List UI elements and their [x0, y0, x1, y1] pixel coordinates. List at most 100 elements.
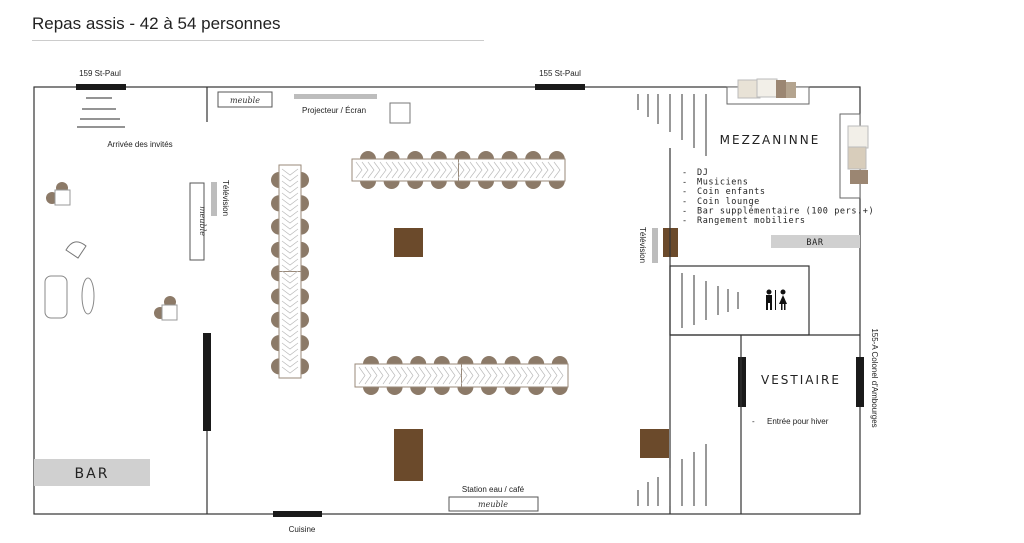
vestiaire-title: VESTIAIRE [761, 373, 841, 387]
banquet-table [351, 151, 566, 189]
projector-screen [294, 94, 377, 99]
projector-label: Projecteur / Écran [302, 106, 366, 115]
chair [271, 218, 279, 235]
door-label: 155-A Colonel d'Ambourges [870, 328, 879, 427]
chair [383, 151, 400, 159]
list-dash: - [682, 187, 688, 197]
chair [271, 288, 279, 305]
table-pattern [355, 161, 561, 179]
meuble-left [189, 182, 205, 261]
table-pattern [281, 168, 299, 374]
chair [383, 181, 400, 189]
armchair-icon [65, 241, 87, 259]
door-cuisine [273, 511, 322, 517]
chair [271, 335, 279, 352]
bar-left-label: BAR [75, 466, 110, 482]
chair [271, 195, 279, 212]
list-dash: - [682, 216, 688, 226]
chair [551, 387, 568, 395]
entree-hiver-label: Entrée pour hiver [767, 417, 829, 426]
list-dash: - [682, 197, 688, 207]
chair [301, 358, 309, 375]
door-label: 159 St-Paul [79, 69, 121, 78]
chair [430, 181, 447, 189]
chair [271, 265, 279, 282]
dash: - [752, 417, 755, 426]
list-dash: - [682, 178, 688, 188]
chair [301, 218, 309, 235]
list-dash: - [682, 206, 688, 216]
mezzanine-list-item: Rangement mobiliers [697, 216, 806, 226]
chair [454, 151, 471, 159]
door-159-st-paul [76, 84, 126, 90]
meuble-bottom [448, 496, 539, 512]
entrance-steps [77, 97, 125, 128]
chair [407, 151, 424, 159]
chair [548, 181, 565, 189]
door-label: 155 St-Paul [539, 69, 581, 78]
sofa-icon [44, 275, 68, 319]
chair [433, 387, 450, 395]
chair [525, 181, 542, 189]
door-label: Cuisine [289, 525, 316, 534]
restroom-icon [766, 289, 787, 310]
arrivee-label: Arrivée des invités [107, 140, 172, 149]
chair [548, 151, 565, 159]
restroom-wall [669, 265, 810, 336]
chair [271, 172, 279, 188]
chair [454, 181, 471, 189]
sofa-top [726, 78, 810, 105]
chair [301, 288, 309, 305]
chair [407, 181, 424, 189]
door-vestiaire [738, 357, 746, 407]
station-label: Station eau / café [462, 485, 525, 494]
bar-right-label: BAR [806, 238, 823, 248]
chair [504, 387, 521, 395]
wood-block [394, 228, 423, 257]
projector-box [389, 102, 411, 124]
stairs-restroom [681, 273, 739, 328]
chair [478, 181, 494, 189]
stairs-top [637, 94, 707, 156]
coffee-table [81, 277, 95, 315]
chair [271, 241, 279, 258]
chair [430, 151, 447, 159]
chair [271, 358, 279, 375]
chair [410, 387, 427, 395]
sofa-right [839, 113, 869, 199]
chair [457, 387, 474, 395]
mezzanine-list-item: Coin enfants [697, 187, 766, 197]
page-title: Repas assis - 42 à 54 personnes [32, 14, 281, 33]
mezzanine-list-item: Musiciens [697, 178, 748, 188]
chair [433, 356, 450, 364]
side-table-chairs [154, 296, 178, 321]
mezzanine-list-item: Coin lounge [697, 197, 760, 207]
television-left-label: Télévision [221, 180, 230, 216]
bar-right [771, 235, 860, 248]
chair [528, 387, 545, 395]
chair [525, 151, 542, 159]
meuble-top [217, 91, 273, 108]
chair [501, 151, 518, 159]
title-divider [32, 40, 484, 41]
chair [551, 356, 568, 364]
mezzanine-title: MEZZANINNE [720, 133, 821, 147]
meuble-label: meuble [198, 206, 207, 236]
list-dash: - [682, 168, 688, 178]
chair [386, 387, 403, 395]
chair [528, 356, 545, 364]
meuble-label: meuble [478, 500, 508, 509]
chair [301, 195, 309, 212]
door-155-st-paul [535, 84, 585, 90]
wood-block [394, 429, 423, 481]
chair [410, 356, 427, 364]
chair [481, 387, 497, 395]
table-pattern [358, 366, 564, 385]
chair [363, 356, 379, 364]
television-right [652, 228, 658, 263]
chair [301, 241, 309, 258]
chair [457, 356, 474, 364]
door-colonel [856, 357, 864, 407]
mezzanine-list: -DJ-Musiciens-Coin enfants-Coin lounge-B… [682, 168, 874, 226]
